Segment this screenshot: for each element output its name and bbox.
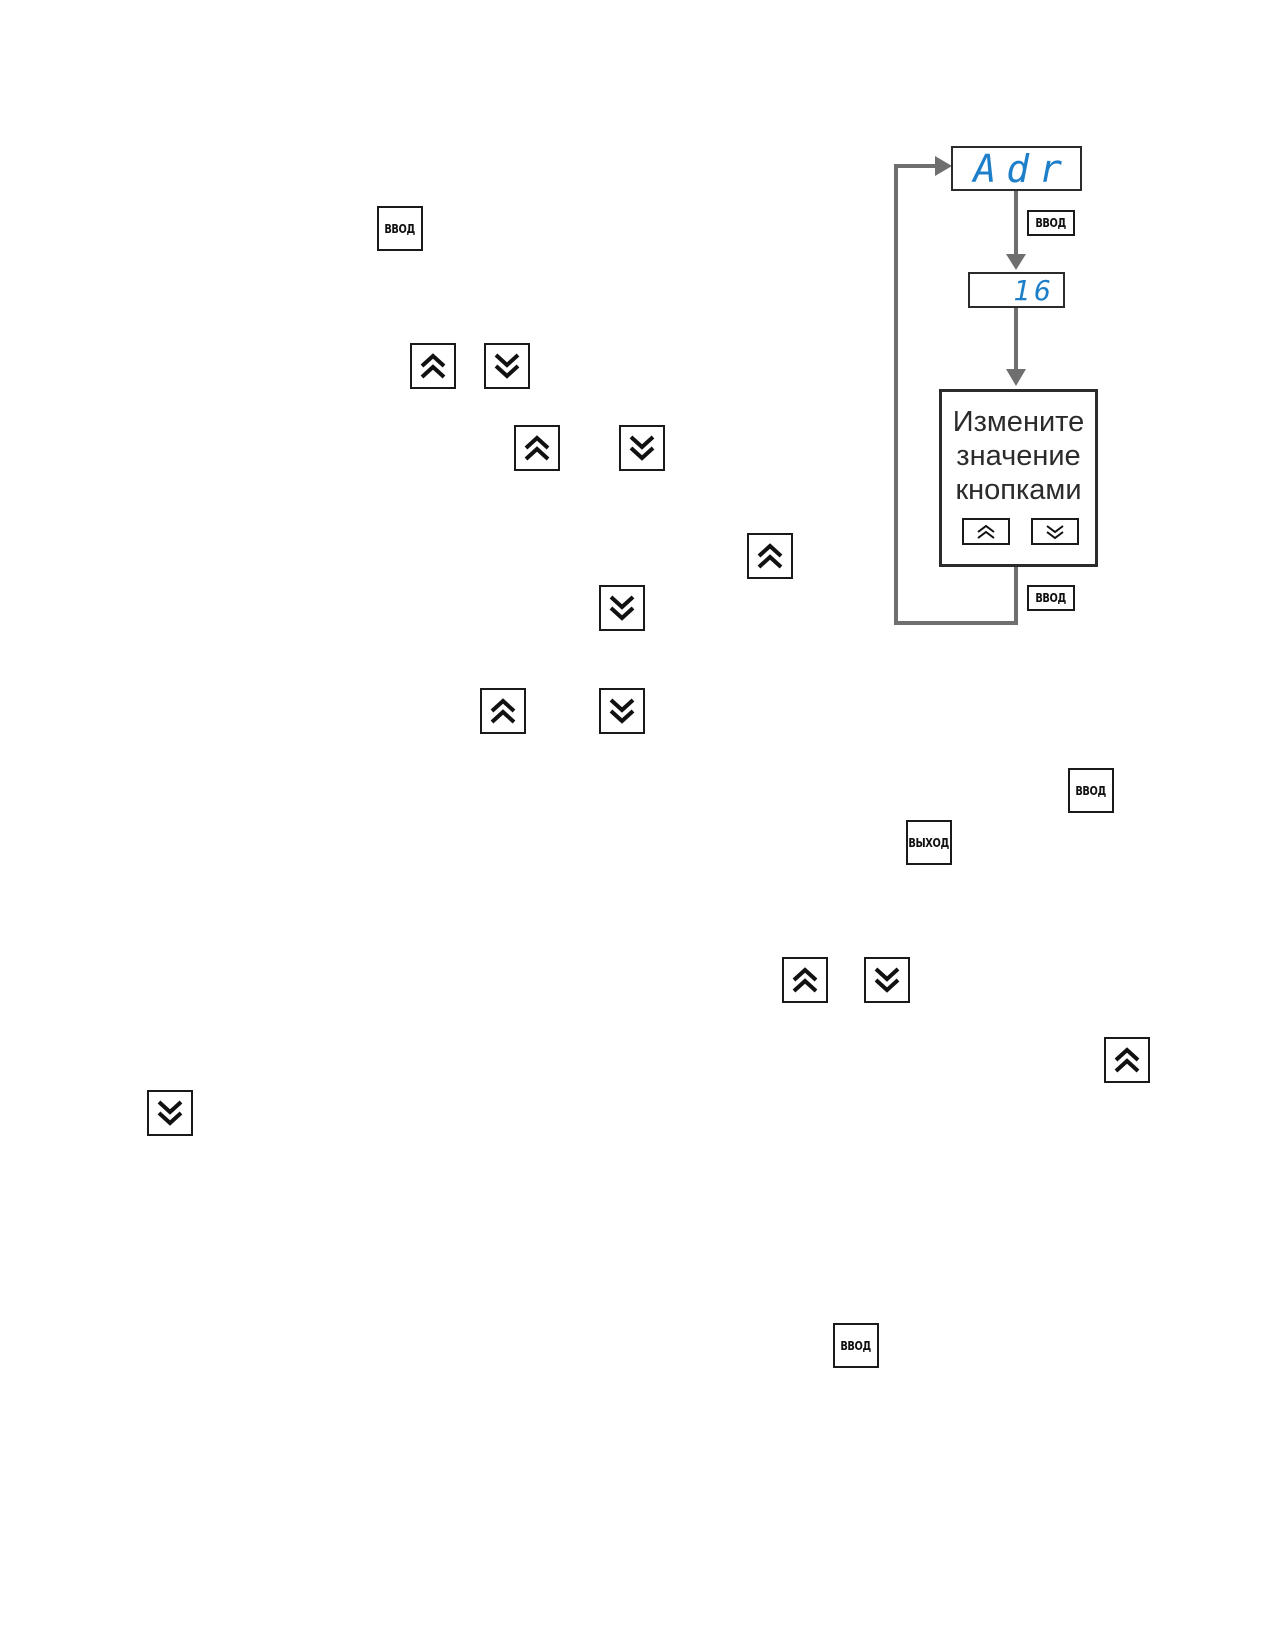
- down-button[interactable]: [864, 957, 910, 1003]
- double-chevron-up-icon: [521, 432, 553, 464]
- enter-button[interactable]: ВВОД: [833, 1323, 879, 1368]
- double-chevron-down-icon: [491, 350, 523, 382]
- change-value-prompt: Измените значение кнопками: [939, 389, 1098, 567]
- double-chevron-down-icon: [606, 695, 638, 727]
- exit-button[interactable]: ВЫХОД: [906, 820, 952, 865]
- down-button[interactable]: [1031, 518, 1079, 545]
- enter-button[interactable]: ВВОД: [1068, 768, 1114, 813]
- arrowhead-icon: [1006, 254, 1026, 270]
- up-button[interactable]: [410, 343, 456, 389]
- down-button[interactable]: [147, 1090, 193, 1136]
- up-button[interactable]: [514, 425, 560, 471]
- double-chevron-down-icon: [871, 964, 903, 996]
- double-chevron-down-icon: [626, 432, 658, 464]
- prompt-line-1: Измените: [952, 406, 1085, 438]
- double-chevron-up-icon: [417, 350, 449, 382]
- double-chevron-down-icon: [606, 592, 638, 624]
- enter-button-label: ВВОД: [1035, 216, 1067, 230]
- double-chevron-up-icon: [487, 695, 519, 727]
- enter-button[interactable]: ВВОД: [1027, 585, 1075, 611]
- enter-button-label: ВВОД: [1075, 783, 1107, 798]
- arrowhead-icon: [935, 156, 952, 176]
- down-button[interactable]: [599, 688, 645, 734]
- enter-button-label: ВВОД: [840, 1338, 872, 1353]
- up-button[interactable]: [782, 957, 828, 1003]
- double-chevron-up-icon: [1111, 1044, 1143, 1076]
- enter-button-label: ВВОД: [1035, 591, 1067, 605]
- display-parameter-text: Adr: [973, 146, 1072, 191]
- double-chevron-down-icon: [154, 1097, 186, 1129]
- up-button[interactable]: [480, 688, 526, 734]
- display-value: 16: [968, 272, 1065, 308]
- up-button[interactable]: [747, 533, 793, 579]
- enter-button[interactable]: ВВОД: [1027, 210, 1075, 236]
- double-chevron-up-icon: [789, 964, 821, 996]
- down-button[interactable]: [619, 425, 665, 471]
- prompt-line-2: значение: [956, 440, 1081, 472]
- display-value-text: 16: [1013, 273, 1055, 307]
- up-button[interactable]: [1104, 1037, 1150, 1083]
- loop-back-line: [894, 164, 1018, 625]
- arrowhead-icon: [1006, 369, 1026, 386]
- double-chevron-up-icon: [973, 524, 999, 540]
- enter-button[interactable]: ВВОД: [377, 206, 423, 251]
- up-button[interactable]: [962, 518, 1010, 545]
- double-chevron-up-icon: [754, 540, 786, 572]
- enter-button-label: ВВОД: [384, 221, 416, 236]
- display-parameter: Adr: [951, 146, 1082, 191]
- prompt-line-3: кнопками: [955, 474, 1082, 506]
- exit-button-label: ВЫХОД: [908, 835, 950, 850]
- down-button[interactable]: [599, 585, 645, 631]
- down-button[interactable]: [484, 343, 530, 389]
- double-chevron-down-icon: [1042, 524, 1068, 540]
